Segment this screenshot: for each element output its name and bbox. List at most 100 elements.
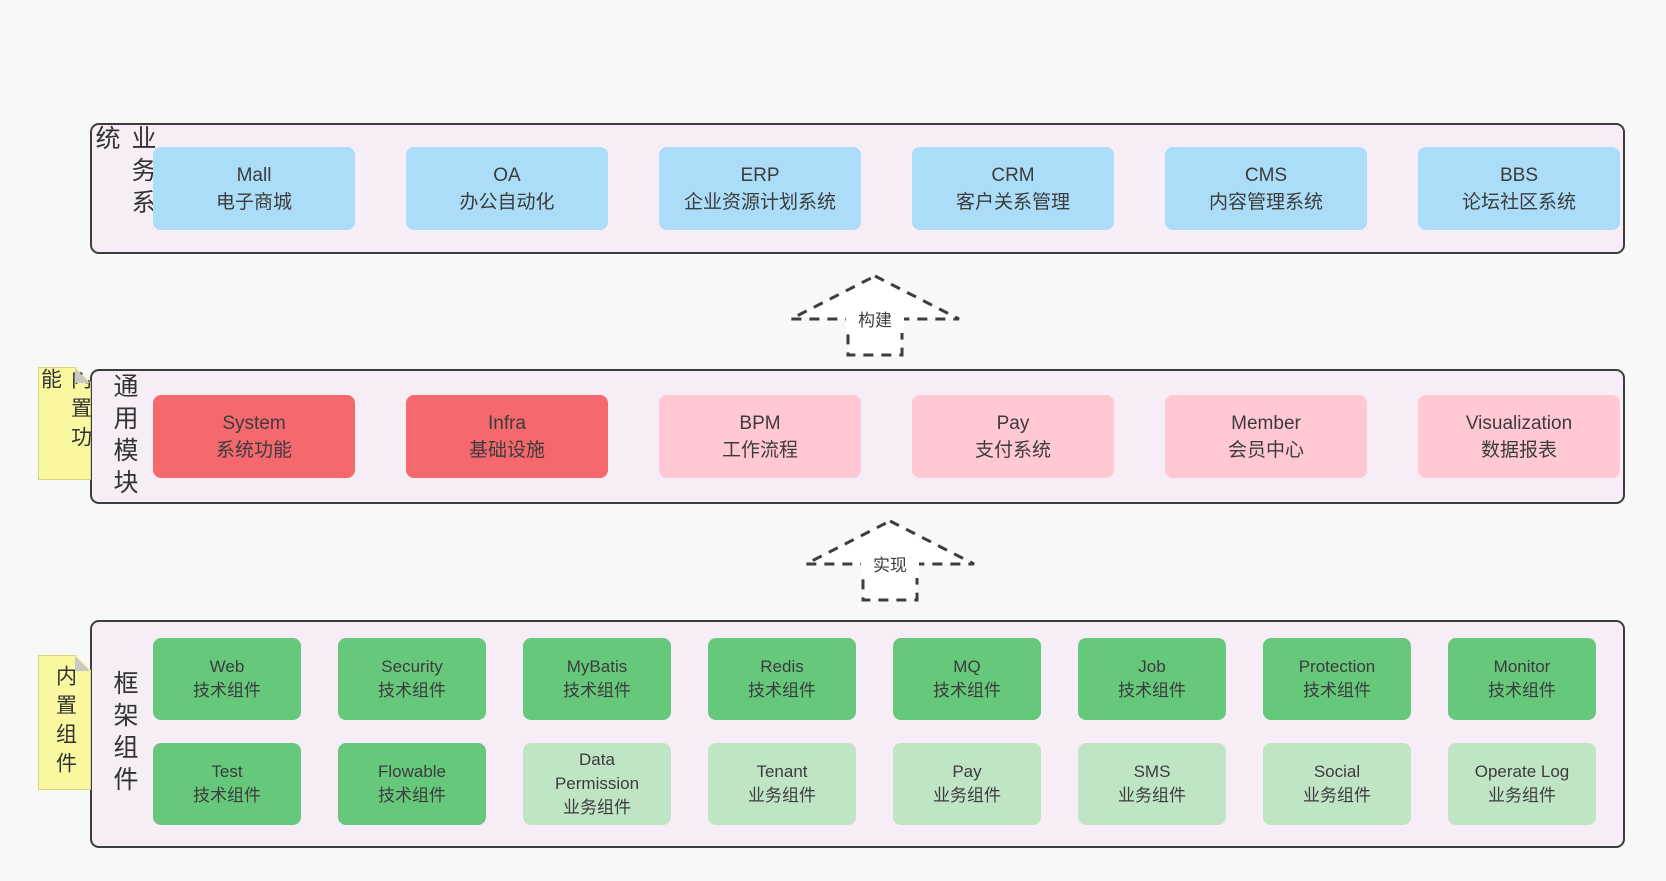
folded-corner-icon [75, 368, 90, 383]
box-desc: 业务组件 [1303, 786, 1371, 805]
box-bbs: BBS 论坛社区系统 [1418, 147, 1620, 230]
band-label-common-modules: 通用模块 [110, 372, 138, 501]
box-desc: 电子商城 [215, 191, 292, 213]
box-name: Social [1313, 762, 1361, 781]
dashed-up-arrow-icon: 实现 [805, 519, 975, 602]
box-mybatis: MyBatis 技术组件 [523, 638, 671, 720]
box-flowable: Flowable 技术组件 [338, 743, 486, 825]
box-monitor: Monitor 技术组件 [1448, 638, 1596, 720]
box-desc: 业务组件 [748, 786, 816, 805]
box-desc: 技术组件 [193, 681, 261, 700]
arrow-build: 构建 [785, 273, 965, 358]
box-name: Infra [487, 412, 527, 434]
box-desc: 技术组件 [378, 786, 446, 805]
box-name: CRM [991, 164, 1035, 186]
note-text: 内置功能 [38, 368, 92, 455]
box-name: Job [1138, 657, 1166, 676]
box-name: Flowable [377, 762, 447, 781]
box-data-permission: Data Permission 业务组件 [523, 743, 671, 825]
box-name: Test [211, 762, 243, 781]
box-pay-module: Pay 支付系统 [912, 395, 1114, 478]
box-sms: SMS 业务组件 [1078, 743, 1226, 825]
box-name: Mall [236, 164, 272, 186]
band-business-systems: 业务系统 Mall 电子商城 OA 办公自动化 ERP 企业资源计划系统 CRM… [90, 123, 1625, 254]
box-desc: 基础设施 [468, 439, 545, 461]
box-redis: Redis 技术组件 [708, 638, 856, 720]
box-name: SMS [1133, 762, 1171, 781]
business-boxes-row: Mall 电子商城 OA 办公自动化 ERP 企业资源计划系统 CRM 客户关系… [153, 125, 1620, 252]
box-desc: 论坛社区系统 [1461, 191, 1576, 213]
box-social: Social 业务组件 [1263, 743, 1411, 825]
arrow-build-label: 构建 [858, 311, 892, 330]
box-desc: 业务组件 [1488, 786, 1556, 805]
sticky-note-builtin-components: 内置组件 [38, 655, 91, 790]
box-desc: 企业资源计划系统 [683, 191, 836, 213]
component-row-1: Web 技术组件 Security 技术组件 MyBatis 技术组件 Redi… [153, 638, 1596, 720]
box-desc: 技术组件 [933, 681, 1001, 700]
box-cms: CMS 内容管理系统 [1165, 147, 1367, 230]
box-infra: Infra 基础设施 [406, 395, 608, 478]
box-bpm: BPM 工作流程 [659, 395, 861, 478]
box-operate-log: Operate Log 业务组件 [1448, 743, 1596, 825]
band-common-modules: 通用模块 System 系统功能 Infra 基础设施 BPM 工作流程 Pay… [90, 369, 1625, 504]
box-desc: 数据报表 [1480, 439, 1557, 461]
box-name: MQ [953, 657, 981, 676]
box-web: Web 技术组件 [153, 638, 301, 720]
box-desc: 客户关系管理 [955, 191, 1070, 213]
box-desc: 支付系统 [974, 439, 1051, 461]
box-name: Pay [996, 412, 1030, 434]
note-text: 内置组件 [53, 664, 77, 781]
box-name: OA [493, 164, 521, 186]
box-desc: 办公自动化 [459, 191, 555, 213]
box-name: Data Permission [554, 750, 640, 793]
folded-corner-icon [75, 656, 90, 671]
box-job: Job 技术组件 [1078, 638, 1226, 720]
arrow-implement-label: 实现 [873, 556, 907, 575]
module-boxes-row: System 系统功能 Infra 基础设施 BPM 工作流程 Pay 支付系统… [153, 371, 1620, 502]
box-desc: 业务组件 [1118, 786, 1186, 805]
band-label-business-systems: 业务系统 [92, 125, 156, 221]
band-label-framework-components: 框架组件 [110, 670, 138, 798]
arrow-implement: 实现 [800, 518, 980, 603]
box-name: Tenant [756, 762, 808, 781]
box-desc: 业务组件 [563, 798, 631, 817]
band-framework-components: 框架组件 Web 技术组件 Security 技术组件 MyBatis 技术组件… [90, 620, 1625, 848]
box-name: ERP [740, 164, 780, 186]
box-desc: 技术组件 [748, 681, 816, 700]
box-desc: 技术组件 [193, 786, 261, 805]
box-desc: 内容管理系统 [1208, 191, 1323, 213]
box-name: System [222, 412, 286, 434]
box-test: Test 技术组件 [153, 743, 301, 825]
box-pay-component: Pay 业务组件 [893, 743, 1041, 825]
box-name: Redis [760, 657, 804, 676]
box-name: BBS [1499, 164, 1539, 186]
box-name: Security [381, 657, 443, 676]
box-tenant: Tenant 业务组件 [708, 743, 856, 825]
box-desc: 技术组件 [378, 681, 446, 700]
box-name: Protection [1298, 657, 1376, 676]
box-name: Visualization [1465, 412, 1573, 434]
box-mq: MQ 技术组件 [893, 638, 1041, 720]
box-desc: 系统功能 [215, 439, 292, 461]
box-name: Operate Log [1474, 762, 1570, 781]
box-desc: 业务组件 [933, 786, 1001, 805]
box-security: Security 技术组件 [338, 638, 486, 720]
box-visualization: Visualization 数据报表 [1418, 395, 1620, 478]
box-name: Web [209, 657, 245, 676]
box-erp: ERP 企业资源计划系统 [659, 147, 861, 230]
box-name: Monitor [1493, 657, 1551, 676]
box-name: Pay [952, 762, 982, 781]
box-mall: Mall 电子商城 [153, 147, 355, 230]
box-desc: 技术组件 [563, 681, 631, 700]
box-desc: 技术组件 [1303, 681, 1371, 700]
box-desc: 工作流程 [721, 439, 798, 461]
box-name: MyBatis [566, 657, 628, 676]
box-name: BPM [739, 412, 781, 434]
box-desc: 技术组件 [1118, 681, 1186, 700]
component-row-2: Test 技术组件 Flowable 技术组件 Data Permission … [153, 743, 1596, 825]
box-member: Member 会员中心 [1165, 395, 1367, 478]
box-desc: 会员中心 [1227, 439, 1304, 461]
box-name: Member [1231, 412, 1301, 434]
component-boxes-grid: Web 技术组件 Security 技术组件 MyBatis 技术组件 Redi… [153, 638, 1596, 825]
box-name: CMS [1244, 164, 1288, 186]
